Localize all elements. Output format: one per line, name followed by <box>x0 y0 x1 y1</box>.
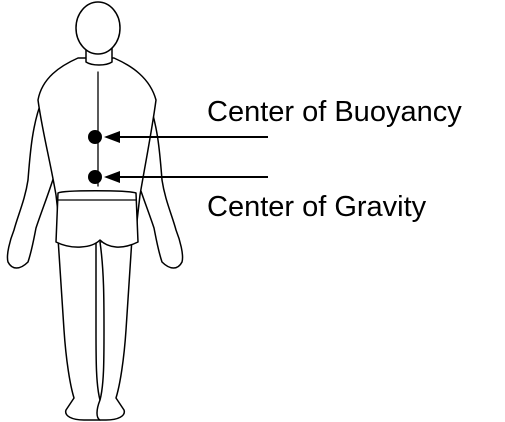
shorts <box>56 191 138 247</box>
right-leg <box>97 238 132 420</box>
head <box>76 2 120 54</box>
gravity-dot <box>88 170 102 184</box>
left-leg <box>58 238 103 420</box>
buoyancy-dot <box>88 130 102 144</box>
center-of-buoyancy-label: Center of Buoyancy <box>207 98 462 127</box>
center-of-gravity-label: Center of Gravity <box>207 193 426 222</box>
